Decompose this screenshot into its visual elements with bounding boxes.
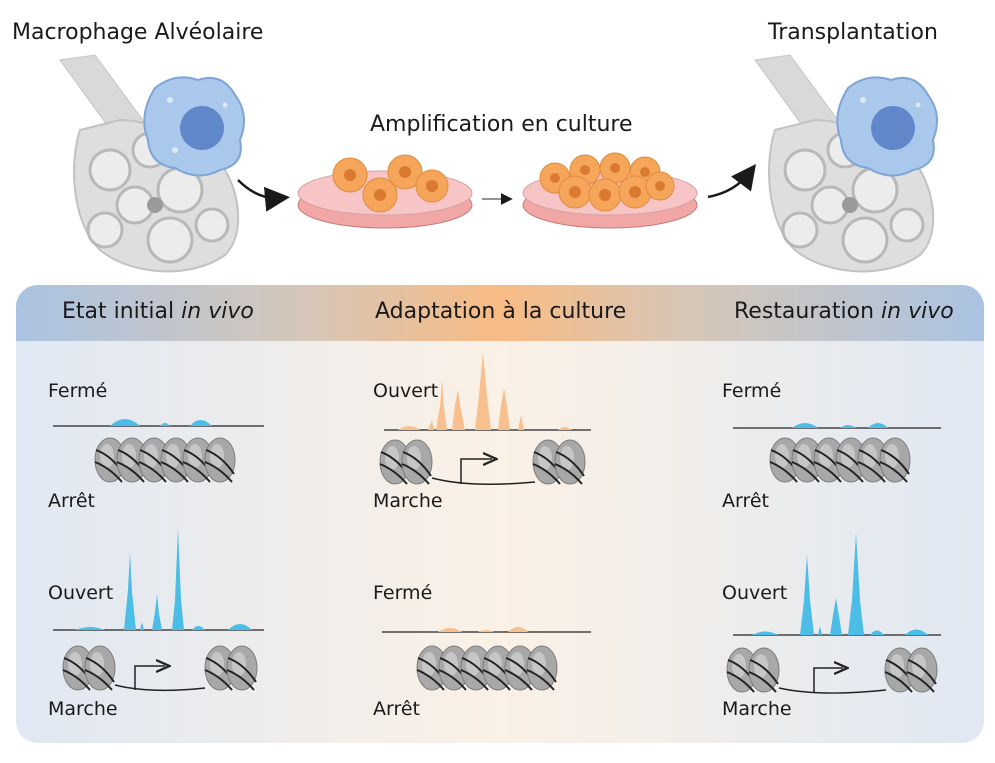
state-label-off-1: Arrêt	[48, 490, 96, 512]
state-label-closed-1: Fermé	[48, 380, 108, 402]
tss-arrow	[813, 668, 843, 692]
state-label-closed-2: Fermé	[373, 582, 433, 604]
state-label-closed-3: Fermé	[722, 380, 782, 402]
panel-header: Etat initial in vivo Adaptation à la cul…	[16, 285, 984, 341]
nucleosome-array-compact-1	[94, 437, 236, 483]
left-title: Macrophage Alvéolaire	[12, 20, 264, 45]
arrow-to-transplant	[707, 164, 757, 199]
culture-dish-2	[522, 152, 698, 229]
right-title: Transplantation	[768, 20, 938, 45]
state-label-on-1: Marche	[48, 698, 118, 720]
col3-header: Restauration in vivo	[734, 299, 954, 324]
nucleosome-array-compact-3	[769, 437, 911, 483]
dna-linker	[431, 477, 536, 485]
tss-arrow	[460, 459, 492, 484]
accessibility-peak-open-1	[75, 528, 252, 630]
state-label-open-2: Ouvert	[373, 380, 439, 402]
nucleosome-array-open-3	[726, 647, 938, 693]
nucleosome-array-open-1	[62, 645, 258, 691]
right-macrophage	[836, 76, 938, 177]
nucleosome-array-open-2	[379, 439, 586, 485]
arrow-to-culture	[237, 179, 290, 212]
culture-dish-1	[297, 154, 473, 229]
dna-linker	[778, 687, 887, 694]
state-label-on-2: Marche	[373, 490, 443, 512]
top-illustration	[59, 54, 938, 273]
accessibility-peak-closed-2	[438, 627, 528, 632]
tss-arrow	[134, 666, 165, 690]
nucleosome-array-compact-2	[416, 645, 558, 691]
center-title: Amplification en culture	[370, 112, 633, 137]
accessibility-peak-open-2	[398, 352, 572, 430]
state-label-open-3: Ouvert	[722, 582, 788, 604]
state-label-open-1: Ouvert	[48, 582, 114, 604]
col1-header: Etat initial in vivo	[62, 299, 254, 324]
state-label-off-2: Arrêt	[373, 698, 421, 720]
dna-linker	[114, 684, 206, 692]
accessibility-peak-open-3	[752, 533, 928, 635]
state-label-on-3: Marche	[722, 698, 792, 720]
accessibility-peak-closed-1	[110, 419, 212, 426]
col2-header: Adaptation à la culture	[375, 299, 627, 324]
left-macrophage	[143, 76, 245, 177]
state-label-off-3: Arrêt	[722, 490, 770, 512]
accessibility-peak-closed-3	[792, 423, 888, 428]
